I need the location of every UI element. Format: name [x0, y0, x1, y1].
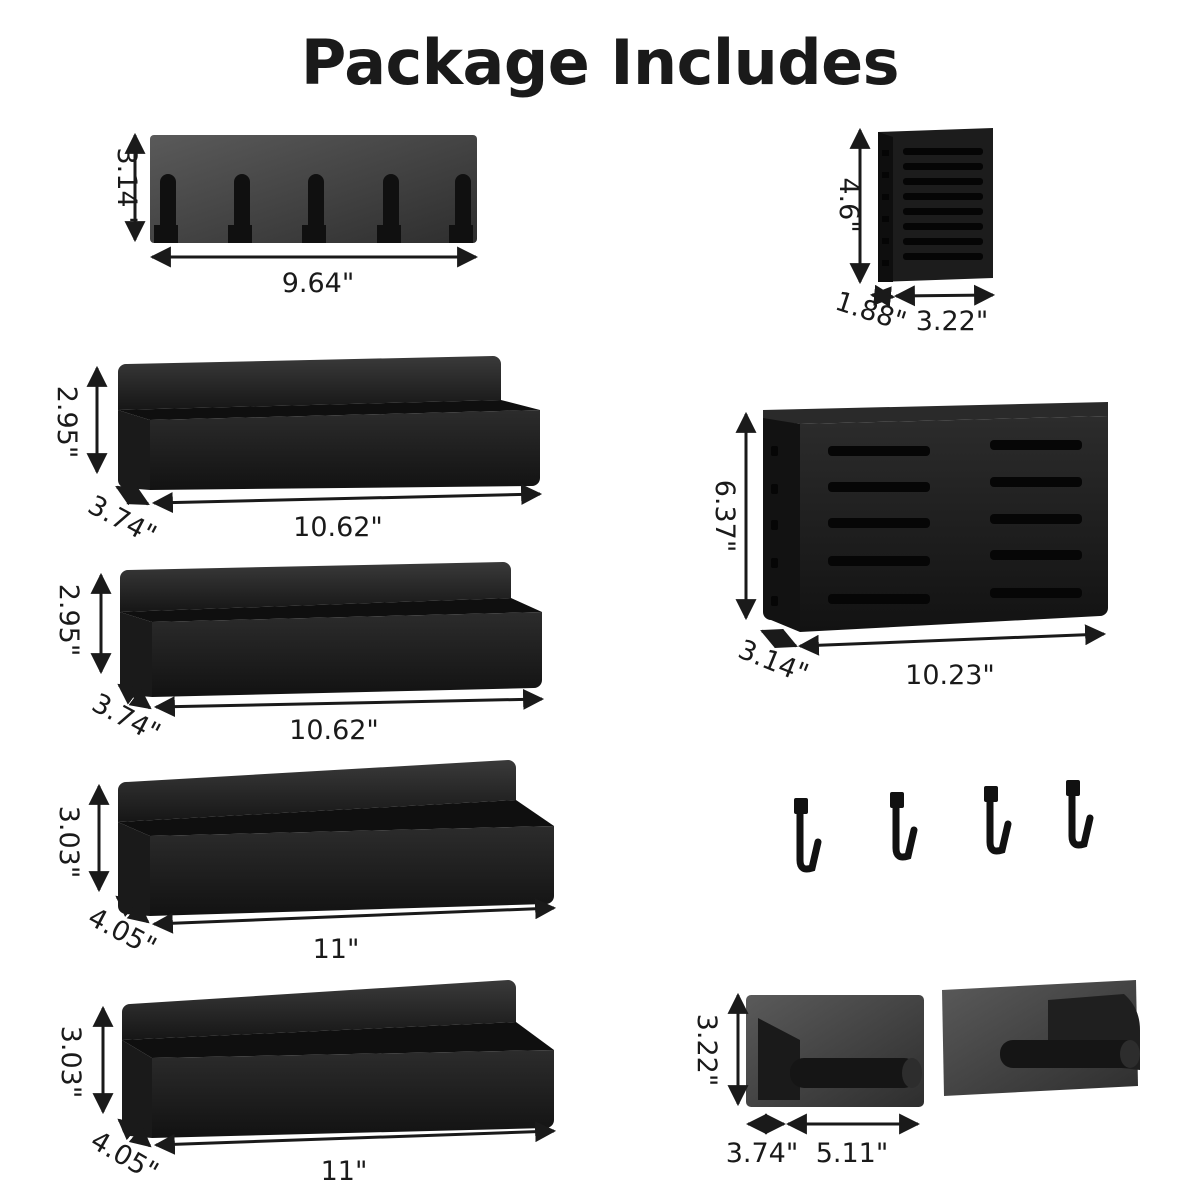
hook-rack-height-label: 3.14 " [111, 147, 142, 228]
shelf-2-width-label: 10.62" [289, 715, 379, 746]
large-knife-holder [763, 402, 1108, 632]
shelf-4-width-label: 11" [321, 1156, 368, 1187]
shelf-2-height-label: 2.95" [53, 584, 84, 657]
towel-holder-depth-label: 3.74" [726, 1138, 799, 1169]
shelf-1-depth-label: 3.74" [83, 490, 162, 551]
shelf-1-width-label: 10.62" [293, 512, 383, 543]
small-holder-depth-label: 1.88" [831, 286, 910, 338]
paper-towel-holder-right [942, 980, 1140, 1096]
hook-rack-width-label: 9.64" [282, 268, 355, 299]
large-holder-depth-label: 3.14" [734, 634, 813, 690]
hook-4 [1066, 780, 1080, 796]
shelf-4-height-label: 3.03" [55, 1026, 86, 1099]
towel-holder-width-label: 5.11" [816, 1138, 889, 1169]
shelf-3-width-label: 11" [313, 934, 360, 965]
hook-rack [150, 135, 477, 243]
shelf-2 [120, 562, 542, 697]
loose-hooks [796, 780, 1094, 873]
shelf-2-depth-label: 3.74" [87, 688, 166, 749]
shelf-1 [118, 356, 540, 490]
small-holder-width-label: 3.22" [916, 306, 989, 337]
shelf-1-height-label: 2.95" [51, 386, 82, 459]
page-title: Package Includes [300, 26, 900, 99]
shelf-3-height-label: 3.03" [53, 806, 84, 879]
hook-1 [794, 798, 808, 814]
large-holder-height-label: 6.37" [709, 480, 740, 553]
shelf-4 [122, 980, 554, 1138]
large-holder-width-label: 10.23" [905, 660, 995, 691]
shelf-3 [118, 760, 554, 916]
small-holder-height-label: 4.6" [833, 177, 864, 232]
hook-3 [984, 786, 998, 802]
towel-holder-height-label: 3.22" [691, 1014, 722, 1087]
paper-towel-holder-left [746, 995, 924, 1107]
hook-2 [890, 792, 904, 808]
small-utensil-holder [878, 128, 993, 282]
